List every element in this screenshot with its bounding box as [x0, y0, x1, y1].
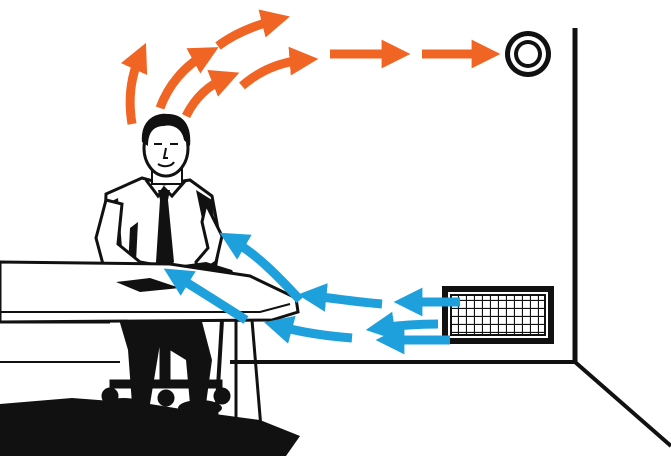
person-collar	[144, 179, 188, 199]
cool-air-arrows	[163, 232, 460, 355]
warm-arrow-rise-3	[181, 69, 240, 119]
person-tie	[156, 190, 174, 274]
cool-arrow-top-left	[297, 283, 383, 312]
floor-shadow	[0, 398, 300, 456]
room-outline	[0, 28, 671, 448]
desk-edge	[0, 303, 291, 313]
cool-arrow-to-chest	[219, 232, 304, 304]
desk-leg-right	[250, 319, 264, 441]
cool-arrow-to-hands	[163, 268, 249, 324]
warm-arrow-upper	[215, 9, 290, 50]
floor-right-line	[573, 360, 671, 448]
cool-arrow-bottom-mid	[365, 311, 439, 341]
desk-leg-left	[212, 319, 224, 455]
seated-person	[94, 113, 238, 416]
exhaust-vent-icon	[505, 31, 551, 77]
warm-arrow-rise-1	[120, 42, 148, 125]
shirt-shading	[106, 190, 216, 268]
person-shoe-right	[178, 400, 222, 416]
cool-arrow-bottom-left	[264, 315, 353, 344]
person-legs	[118, 314, 212, 404]
warm-arrow-mid	[239, 46, 319, 90]
supply-grille-icon	[442, 286, 554, 344]
person-hair	[141, 113, 191, 146]
person-face	[154, 143, 178, 168]
warm-arrow-rise-2	[155, 47, 219, 110]
warm-air-arrows	[120, 9, 501, 125]
person-shoe-left	[102, 398, 146, 414]
